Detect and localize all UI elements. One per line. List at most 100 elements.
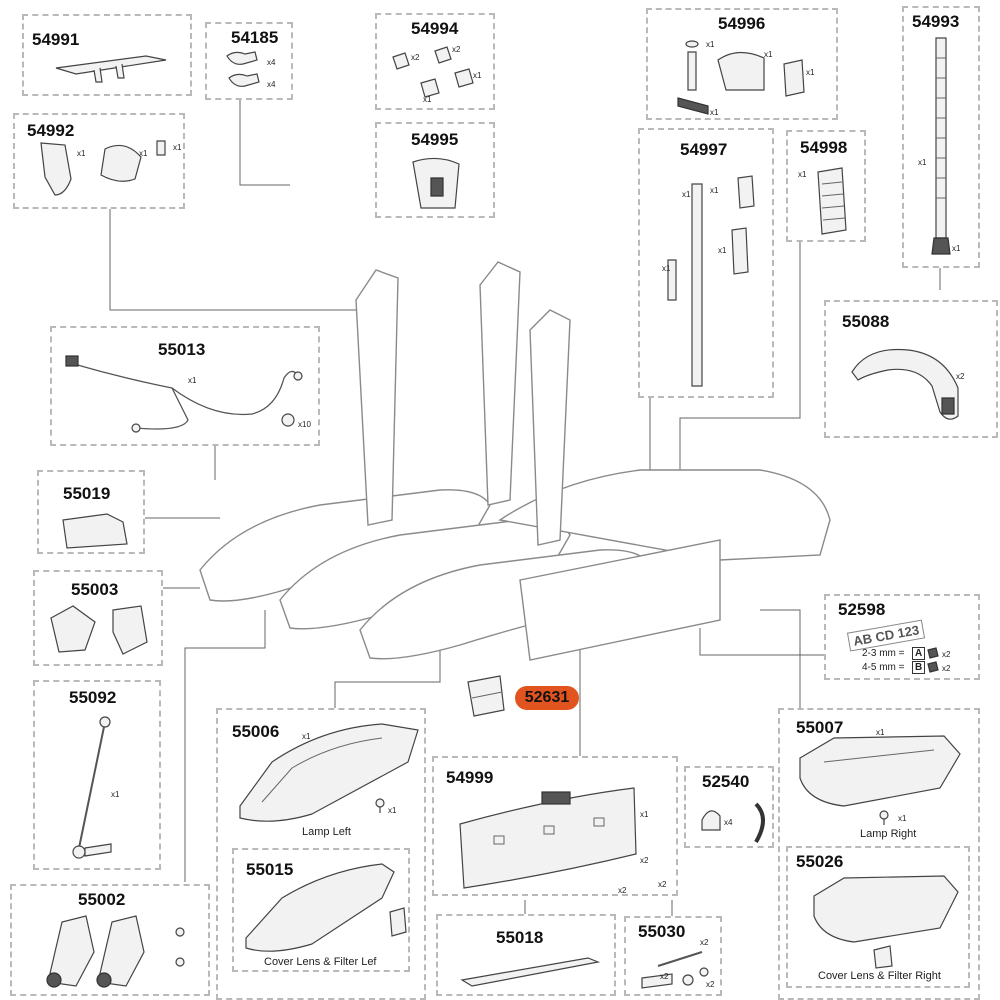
part-box-54991[interactable]: 54991 [22,14,192,96]
part-box-54995[interactable]: 54995 [375,122,495,218]
bracket-pair-icon [50,605,148,655]
wheel-mount-icon [46,915,185,988]
qty-label: x2 [942,664,951,673]
qty-label: x1 [806,68,815,77]
qty-label: x2 [411,53,420,62]
part-number: 55002 [78,890,126,909]
part-box-54998[interactable]: 54998 x1 [786,130,866,242]
part-box-55002[interactable]: 55002 [10,884,210,996]
plate-row-a-range: 2-3 mm = [862,648,905,659]
part-number: 52540 [702,772,750,791]
cover-lens-left-caption: Cover Lens & Filter Lef [264,956,377,968]
part-box-52540[interactable]: 52540 x4 [684,766,774,848]
part-box-55030[interactable]: 55030 x2 x2 x2 [624,916,722,996]
qty-label: x2 [660,972,669,981]
spacer-icon [927,647,939,673]
screw-icon [879,810,889,825]
part-box-54999[interactable]: 54999 x1 x2 x2 x2 [432,756,678,896]
strap-icon [931,37,951,255]
qty-label: x1 [423,95,432,104]
lock-set-icon [677,40,805,115]
part-number: 55013 [158,340,206,359]
part-box-55015[interactable]: 55015 Cover Lens & Filter Lef [232,848,410,972]
part-box-55092[interactable]: 55092 x1 [33,680,161,870]
part-box-55088[interactable]: 55088 x2 [824,300,998,438]
qty-label: x1 [876,728,885,737]
part-box-55019[interactable]: 55019 [37,470,145,554]
qty-label: x1 [662,264,671,273]
part-number: 55026 [796,852,844,871]
part-box-55026[interactable]: 55026 Cover Lens & Filter Right [786,846,970,988]
qty-label: x4 [724,818,733,827]
qty-label: x1 [718,246,727,255]
part-number: 55019 [63,484,111,503]
cable-icon [65,355,303,433]
pad-icon [817,167,847,235]
qty-label: x1 [710,108,719,117]
qty-label: x1 [682,190,691,199]
rod-icon [72,716,112,859]
qty-label: x1 [952,244,961,253]
part-number: 55007 [796,718,844,737]
cover-lens-right-icon [813,875,959,969]
part-number: 55088 [842,312,890,331]
qty-label: x2 [700,938,709,947]
part-box-55018[interactable]: 55018 [436,914,616,996]
part-box-54997[interactable]: 54997 x1 x1 x1 x1 [638,128,774,398]
qty-label: x1 [388,806,397,815]
part-number: 54996 [718,14,766,33]
part-number: 55015 [246,860,294,879]
qty-label: x1 [764,50,773,59]
qty-label: x1 [918,158,927,167]
qty-label: x1 [710,186,719,195]
clip-icon [412,157,460,209]
part-number: 55092 [69,688,117,707]
highlighted-part-label[interactable]: 52631 [515,686,579,710]
qty-label: x4 [267,80,276,89]
bolt-set-icon [641,951,709,989]
part-box-54992[interactable]: 54992 x1 x1 x1 [13,113,185,209]
qty-label: x2 [706,980,715,989]
qty-label: x1 [302,732,311,741]
handle-icon [851,348,959,420]
part-number: 54994 [411,19,459,38]
part-number: 55006 [232,722,280,741]
part-box-55003[interactable]: 55003 [33,570,163,666]
qty-label: x10 [298,420,311,429]
clamp-lever-icon [226,51,260,87]
part-number: 54997 [680,140,728,159]
cover-lens-right-caption: Cover Lens & Filter Right [818,970,941,982]
part-number: 54999 [446,768,494,787]
plate-row-b-range: 4-5 mm = [862,662,905,673]
part-box-54993[interactable]: 54993 x1 x1 [902,6,980,268]
part-box-54185[interactable]: 54185 x4 x4 [205,22,293,100]
lamp-left-icon [239,723,419,822]
screw-icon [375,798,385,813]
lamp-right-caption: Lamp Right [860,828,917,840]
plate-row-b-letter: B [912,661,926,674]
strap-kit-icon [667,175,755,387]
part-number: 54995 [411,130,459,149]
qty-label: x1 [706,40,715,49]
qty-label: x1 [188,376,197,385]
part-number: 54991 [32,30,80,49]
qty-label: x1 [640,810,649,819]
part-box-52598[interactable]: 52598 AB CD 123 2-3 mm = A x2 4-5 mm = B… [824,594,980,680]
number-plate-holder-icon [459,787,637,889]
part-box-54994[interactable]: 54994 x2 x2 x1 x1 [375,13,495,110]
qty-label: x2 [618,886,627,895]
qty-label: x2 [452,45,461,54]
qty-label: x1 [898,814,907,823]
qty-label: x1 [473,71,482,80]
qty-label: x2 [658,880,667,889]
part-box-54996[interactable]: 54996 x1 x1 x1 x1 [646,8,838,120]
spacer-block-icon [62,513,128,549]
part-number: 54993 [912,12,960,31]
qty-label: x2 [640,856,649,865]
part-box-55013[interactable]: 55013 x1 x10 [50,326,320,446]
qty-label: x1 [77,149,86,158]
wheel-holder-icon [40,140,166,196]
qty-label: x1 [139,149,148,158]
qty-label: x4 [267,58,276,67]
